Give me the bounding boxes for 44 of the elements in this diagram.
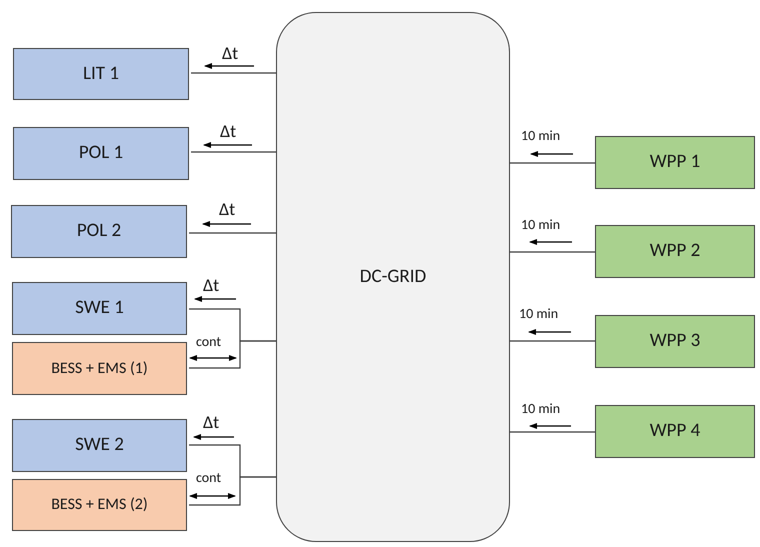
storage-box: [12, 342, 187, 395]
unit-box: [12, 282, 187, 335]
node-label: DC-GRID: [360, 264, 426, 290]
connector-line: [191, 151, 276, 153]
plant-box: [595, 315, 755, 368]
connector-line: [191, 72, 276, 74]
unit-box: [12, 419, 187, 472]
connector-line: [189, 232, 276, 234]
node-label: WPP 1: [650, 149, 700, 176]
edge-label: cont: [196, 471, 222, 485]
node-label: SWE 1: [75, 295, 124, 322]
edge-label: cont: [196, 335, 222, 349]
unit-box: [11, 205, 187, 258]
plant-box: [595, 136, 755, 189]
unit-box: [13, 127, 189, 180]
storage-box: [12, 479, 187, 531]
edge-label: 10 min: [521, 129, 560, 143]
node-label: BESS + EMS (1): [51, 358, 148, 380]
edge-label: Δt: [222, 44, 238, 62]
node-label: WPP 4: [650, 418, 700, 444]
edge-label: 10 min: [521, 402, 560, 416]
node-label: SWE 2: [75, 432, 124, 458]
plant-box: [595, 405, 755, 458]
grid-box: [276, 12, 510, 542]
unit-box: [13, 48, 189, 100]
node-label: WPP 3: [650, 328, 700, 354]
edge-label: Δt: [203, 413, 220, 431]
node-label: WPP 2: [650, 238, 700, 264]
connector-line: [510, 431, 595, 433]
edge-label: 10 min: [519, 307, 558, 321]
edge-label: 10 min: [521, 218, 560, 232]
edge-label: Δt: [203, 276, 220, 294]
connector-line: [510, 251, 595, 253]
connector-line: [189, 476, 276, 506]
node-label: POL 1: [78, 140, 124, 166]
connector-line: [510, 340, 595, 342]
connector-line: [510, 162, 595, 164]
connector-line: [189, 340, 276, 369]
plant-box: [595, 225, 755, 278]
edge-label: Δt: [220, 122, 236, 140]
node-label: BESS + EMS (2): [51, 494, 148, 516]
edge-label: Δt: [219, 200, 236, 218]
node-label: POL 2: [76, 218, 122, 244]
node-label: LIT 1: [83, 60, 119, 87]
